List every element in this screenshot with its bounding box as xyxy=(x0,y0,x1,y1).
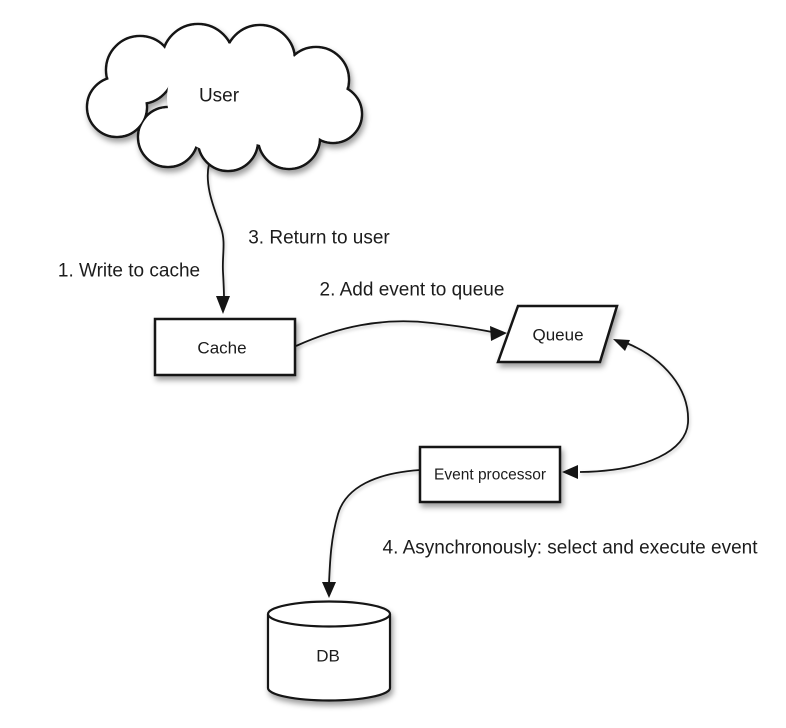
arrowhead-into-db xyxy=(322,582,336,598)
queue-node-label: Queue xyxy=(532,325,584,345)
edge-cache-queue xyxy=(295,320,493,347)
user-cloud-node xyxy=(85,22,364,173)
arrowheads-layer xyxy=(216,296,630,598)
edge-label-step3-return-to-user: 3. Return to user xyxy=(248,227,390,249)
user-node-label: User xyxy=(198,85,240,107)
arrowhead-into-queue-left xyxy=(490,326,507,341)
edge-label-step4-asynchronously: 4. Asynchronously: select and execute ev… xyxy=(382,537,758,559)
edge-label-step1-write-to-cache: 1. Write to cache xyxy=(57,260,201,282)
arrowhead-into-queue-right xyxy=(613,339,630,351)
event-processor-node xyxy=(418,445,562,504)
cache-node xyxy=(153,317,297,377)
arrowhead-into-cache xyxy=(216,296,230,314)
queue-node xyxy=(496,304,619,364)
db-node xyxy=(266,600,392,702)
edge-label-step2-add-event-to-queue: 2. Add event to queue xyxy=(319,279,505,301)
edge-queue-event-processor xyxy=(579,341,689,473)
db-node-label: DB xyxy=(316,646,340,666)
edge-user-cache xyxy=(206,163,225,299)
cache-node-label: Cache xyxy=(197,338,247,358)
edge-event-processor-db xyxy=(328,469,421,585)
event-processor-node-label: Event processor xyxy=(434,466,546,484)
arrowhead-into-event-processor xyxy=(562,465,578,479)
edges-layer xyxy=(206,163,689,585)
